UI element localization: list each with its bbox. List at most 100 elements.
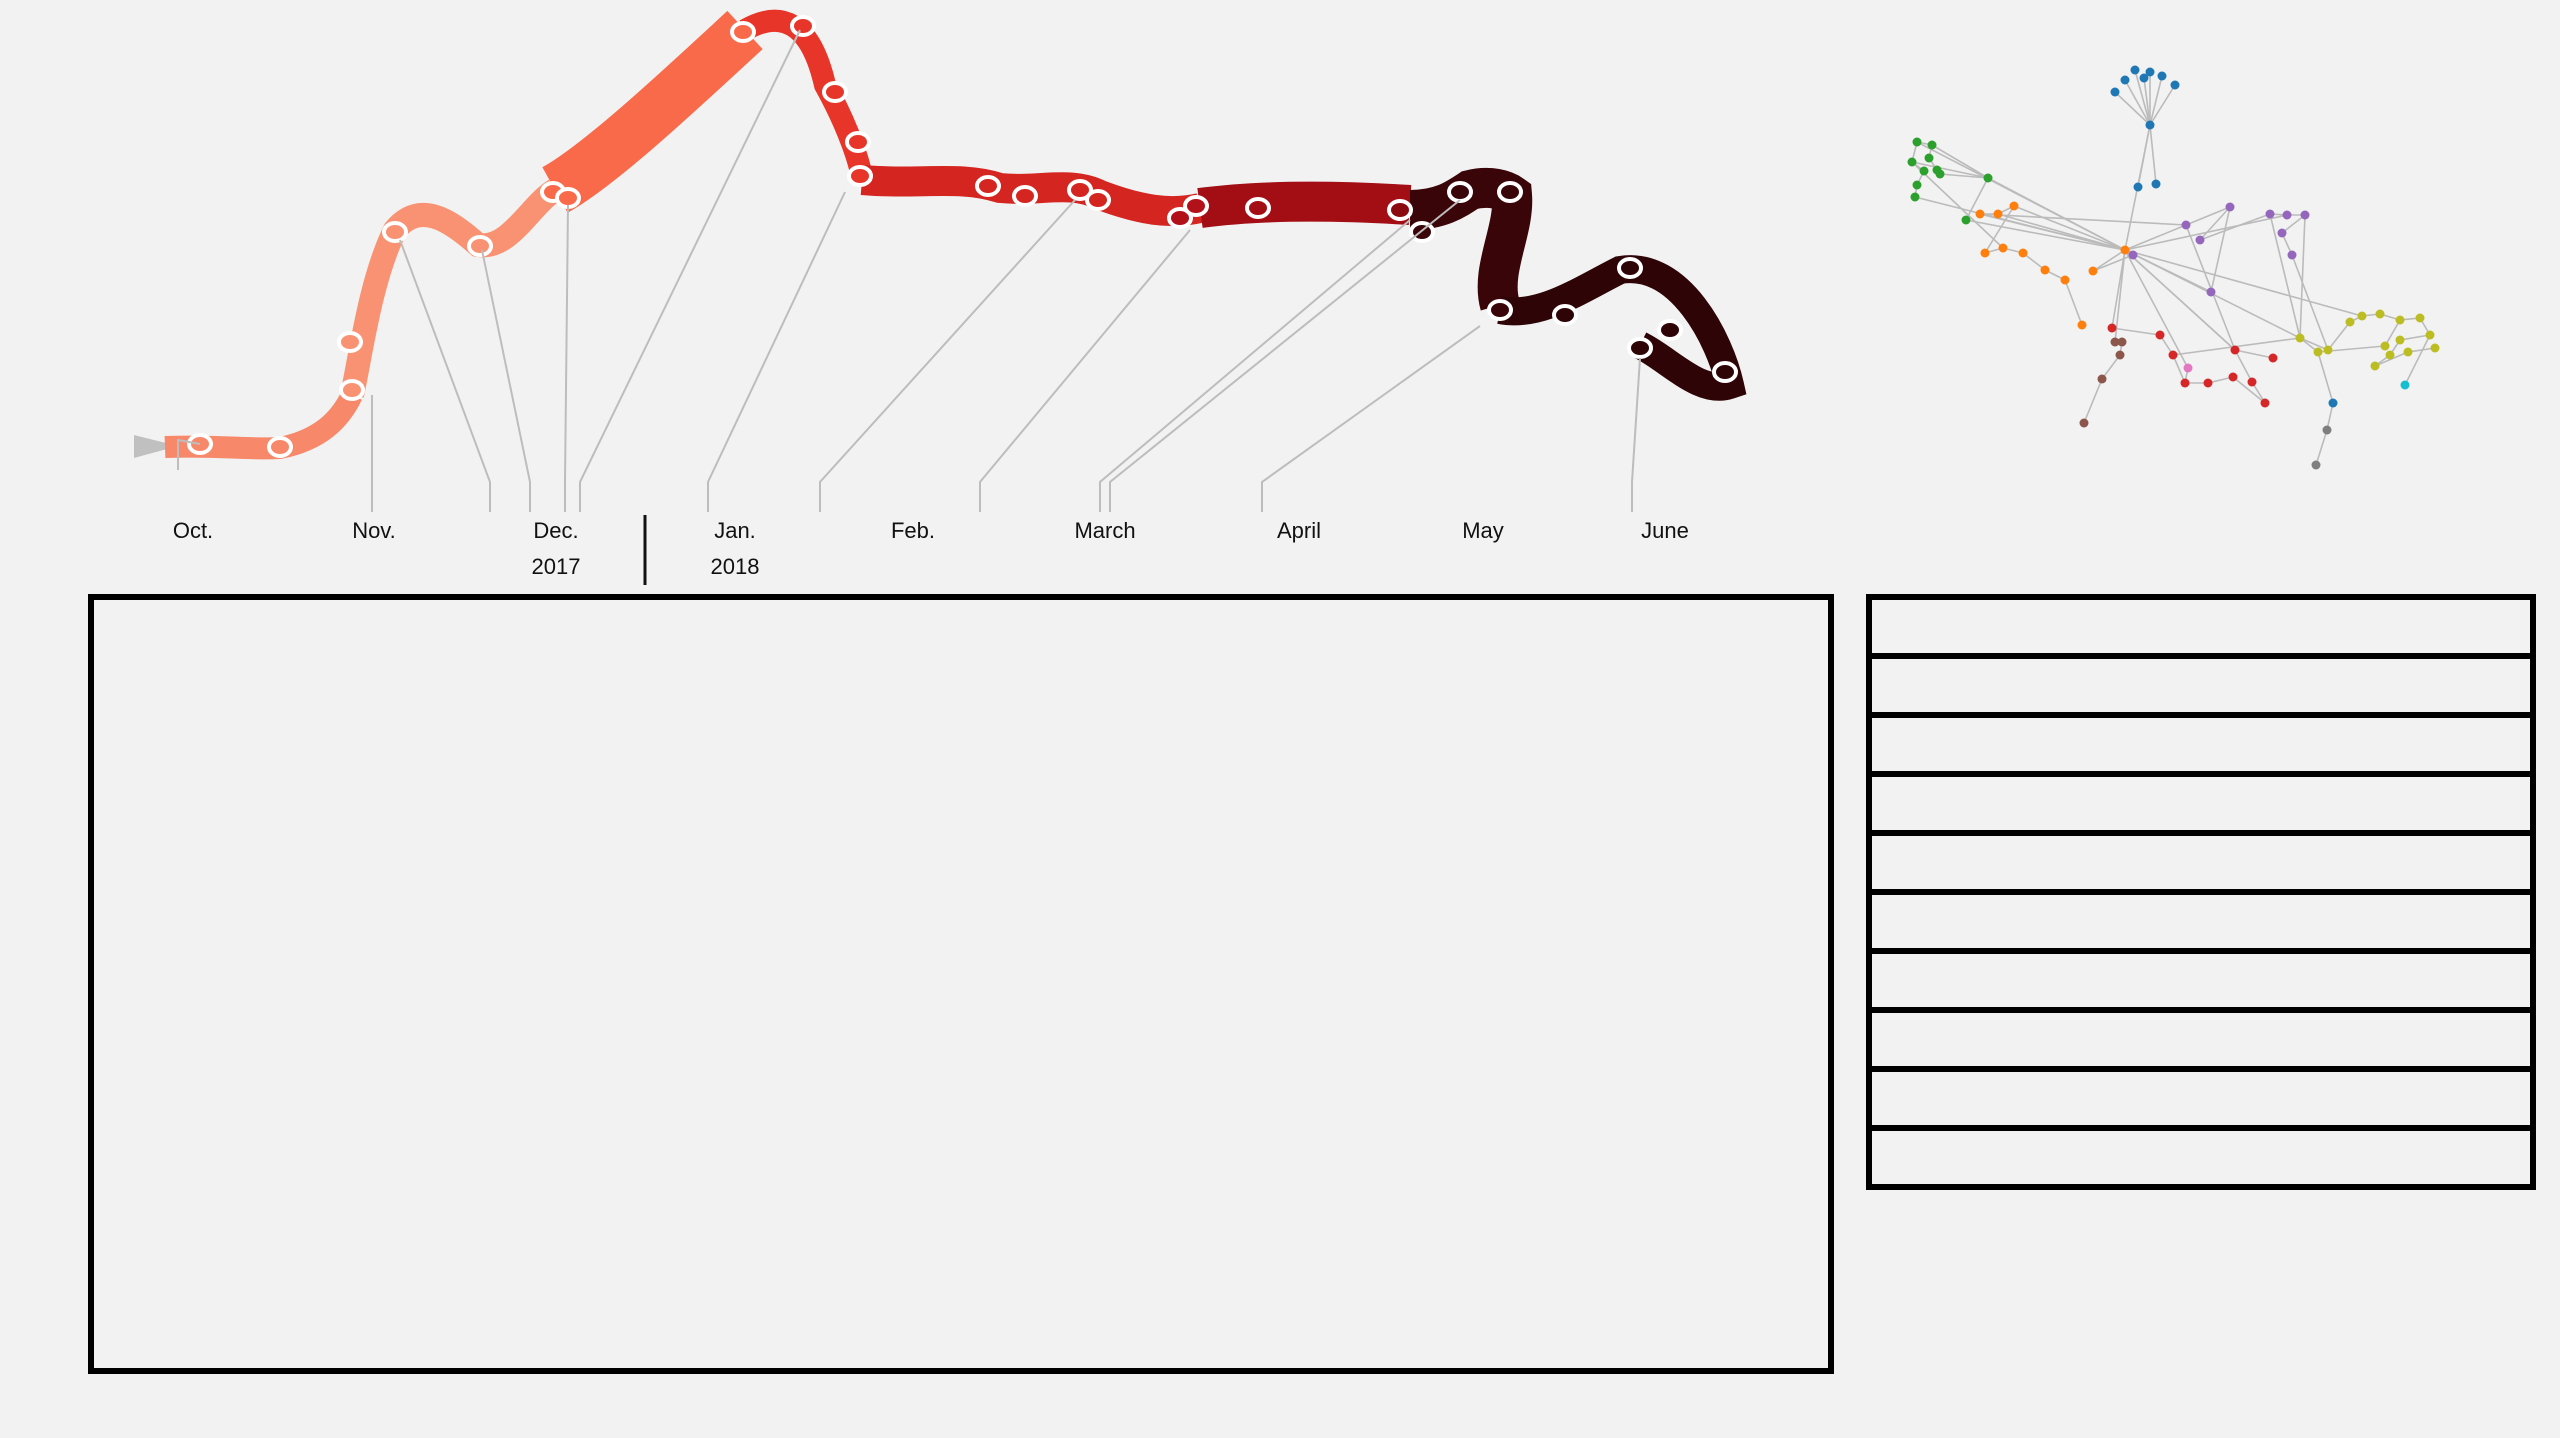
network-node[interactable] (2370, 361, 2380, 371)
network-node[interactable] (2430, 343, 2440, 353)
event-marker[interactable] (1183, 195, 1209, 217)
network-node[interactable] (2088, 266, 2098, 276)
side-list-row[interactable] (1866, 889, 2536, 954)
side-list-row[interactable] (1866, 712, 2536, 777)
side-list-row[interactable] (1866, 653, 2536, 718)
network-node[interactable] (2195, 235, 2205, 245)
event-marker[interactable] (1552, 304, 1578, 326)
network-node[interactable] (2183, 363, 2193, 373)
event-marker[interactable] (1487, 299, 1513, 321)
network-node[interactable] (2097, 374, 2107, 384)
network-node[interactable] (2157, 71, 2167, 81)
network-node[interactable] (2180, 378, 2190, 388)
event-marker[interactable] (847, 165, 873, 187)
network-node[interactable] (2155, 330, 2165, 340)
event-marker[interactable] (1617, 257, 1643, 279)
network-node[interactable] (2395, 335, 2405, 345)
network-node[interactable] (2311, 460, 2321, 470)
network-node[interactable] (2139, 73, 2149, 83)
network-node[interactable] (2117, 337, 2127, 347)
network-node[interactable] (2203, 378, 2213, 388)
network-node[interactable] (1907, 157, 1917, 167)
network-node[interactable] (2295, 333, 2305, 343)
network-node[interactable] (2110, 337, 2120, 347)
network-node[interactable] (2133, 182, 2143, 192)
network-node[interactable] (2375, 309, 2385, 319)
network-node[interactable] (1935, 169, 1945, 179)
network-node[interactable] (2323, 345, 2333, 355)
network-node[interactable] (2120, 245, 2130, 255)
network-graph[interactable] (1880, 50, 2460, 490)
network-node[interactable] (2060, 275, 2070, 285)
network-node[interactable] (2247, 377, 2257, 387)
network-node[interactable] (2040, 265, 2050, 275)
event-marker[interactable] (1409, 221, 1435, 243)
network-node[interactable] (2110, 87, 2120, 97)
side-list-row[interactable] (1866, 771, 2536, 836)
network-node[interactable] (2018, 248, 2028, 258)
network-node[interactable] (2151, 179, 2161, 189)
event-marker[interactable] (337, 331, 363, 353)
network-node[interactable] (2385, 350, 2395, 360)
network-node[interactable] (1980, 248, 1990, 258)
event-marker[interactable] (1167, 207, 1193, 229)
network-node[interactable] (2260, 398, 2270, 408)
side-list-row[interactable] (1866, 1125, 2536, 1190)
network-node[interactable] (2265, 209, 2275, 219)
event-marker[interactable] (555, 187, 581, 209)
event-marker[interactable] (1012, 185, 1038, 207)
network-node[interactable] (1912, 180, 1922, 190)
network-node[interactable] (2170, 80, 2180, 90)
network-node[interactable] (2145, 120, 2155, 130)
network-node[interactable] (1919, 166, 1929, 176)
network-node[interactable] (2415, 313, 2425, 323)
event-marker[interactable] (1627, 337, 1653, 359)
network-node[interactable] (2079, 418, 2089, 428)
event-marker[interactable] (822, 81, 848, 103)
side-list-row[interactable] (1866, 948, 2536, 1013)
event-marker[interactable] (1447, 181, 1473, 203)
network-node[interactable] (2425, 330, 2435, 340)
network-node[interactable] (2145, 67, 2155, 77)
network-node[interactable] (2403, 347, 2413, 357)
event-marker[interactable] (1497, 181, 1523, 203)
network-node[interactable] (2395, 315, 2405, 325)
event-marker[interactable] (1387, 199, 1413, 221)
network-node[interactable] (1998, 243, 2008, 253)
network-node[interactable] (2300, 210, 2310, 220)
network-node[interactable] (2400, 380, 2410, 390)
network-node[interactable] (1927, 140, 1937, 150)
event-marker[interactable] (382, 221, 408, 243)
network-node[interactable] (1961, 215, 1971, 225)
network-node[interactable] (2181, 220, 2191, 230)
network-node[interactable] (2313, 347, 2323, 357)
event-marker[interactable] (1712, 361, 1738, 383)
network-node[interactable] (2328, 398, 2338, 408)
event-marker[interactable] (845, 131, 871, 153)
event-marker[interactable] (975, 175, 1001, 197)
network-node[interactable] (1993, 209, 2003, 219)
network-node[interactable] (2115, 350, 2125, 360)
network-node[interactable] (2357, 311, 2367, 321)
network-node[interactable] (2168, 350, 2178, 360)
network-node[interactable] (2228, 372, 2238, 382)
network-node[interactable] (2268, 353, 2278, 363)
event-marker[interactable] (339, 379, 365, 401)
side-list-row[interactable] (1866, 1066, 2536, 1131)
network-node[interactable] (2322, 425, 2332, 435)
network-node[interactable] (2009, 201, 2019, 211)
network-node[interactable] (1924, 153, 1934, 163)
network-node[interactable] (2107, 323, 2117, 333)
network-node[interactable] (2225, 202, 2235, 212)
event-marker[interactable] (1085, 189, 1111, 211)
side-list-row[interactable] (1866, 594, 2536, 659)
network-node[interactable] (2130, 65, 2140, 75)
network-node[interactable] (2206, 287, 2216, 297)
event-marker[interactable] (790, 15, 816, 37)
network-node[interactable] (1975, 209, 1985, 219)
side-list-row[interactable] (1866, 830, 2536, 895)
network-node[interactable] (1912, 137, 1922, 147)
network-node[interactable] (2120, 75, 2130, 85)
event-marker[interactable] (1067, 179, 1093, 201)
network-node[interactable] (2128, 250, 2138, 260)
